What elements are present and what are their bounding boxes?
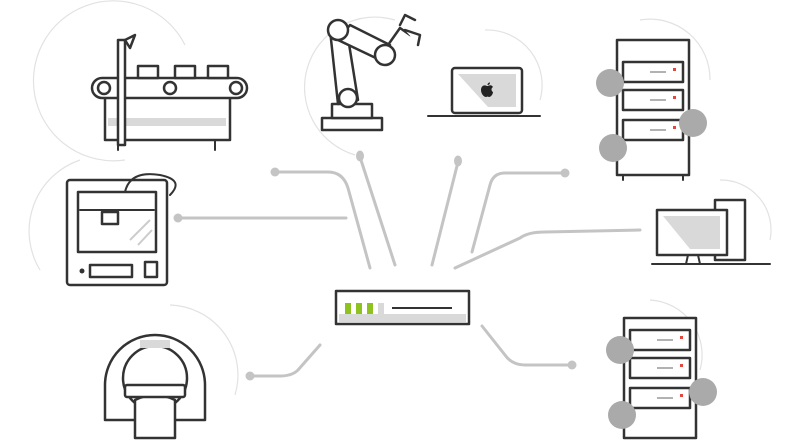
network-hub[interactable] [334, 289, 471, 326]
server-rack-bottom-icon[interactable] [606, 316, 717, 440]
apple-icon [481, 82, 493, 97]
apple-os-badge-icon [596, 69, 624, 97]
laptop-icon[interactable] [427, 66, 541, 117]
background-halos [28, 0, 772, 396]
hub-led [356, 303, 362, 314]
mri-scanner-icon [103, 333, 207, 440]
fedora-badge-icon [679, 109, 707, 137]
ubuntu-badge-icon [608, 401, 636, 429]
fedora-badge-icon [689, 378, 717, 406]
robot-arm-icon [320, 13, 422, 132]
server-rack-top-icon[interactable] [596, 38, 707, 181]
hub-led [345, 303, 351, 314]
hub-led [378, 303, 384, 314]
conveyor-machine-icon [90, 33, 249, 151]
connectors [173, 150, 642, 381]
hub-leds [345, 303, 384, 314]
3d-printer-icon [65, 173, 177, 287]
apple-os-badge-icon [606, 336, 634, 364]
desktop-computer-icon[interactable] [651, 198, 771, 265]
hub-led [367, 303, 373, 314]
ubuntu-badge-icon [599, 134, 627, 162]
